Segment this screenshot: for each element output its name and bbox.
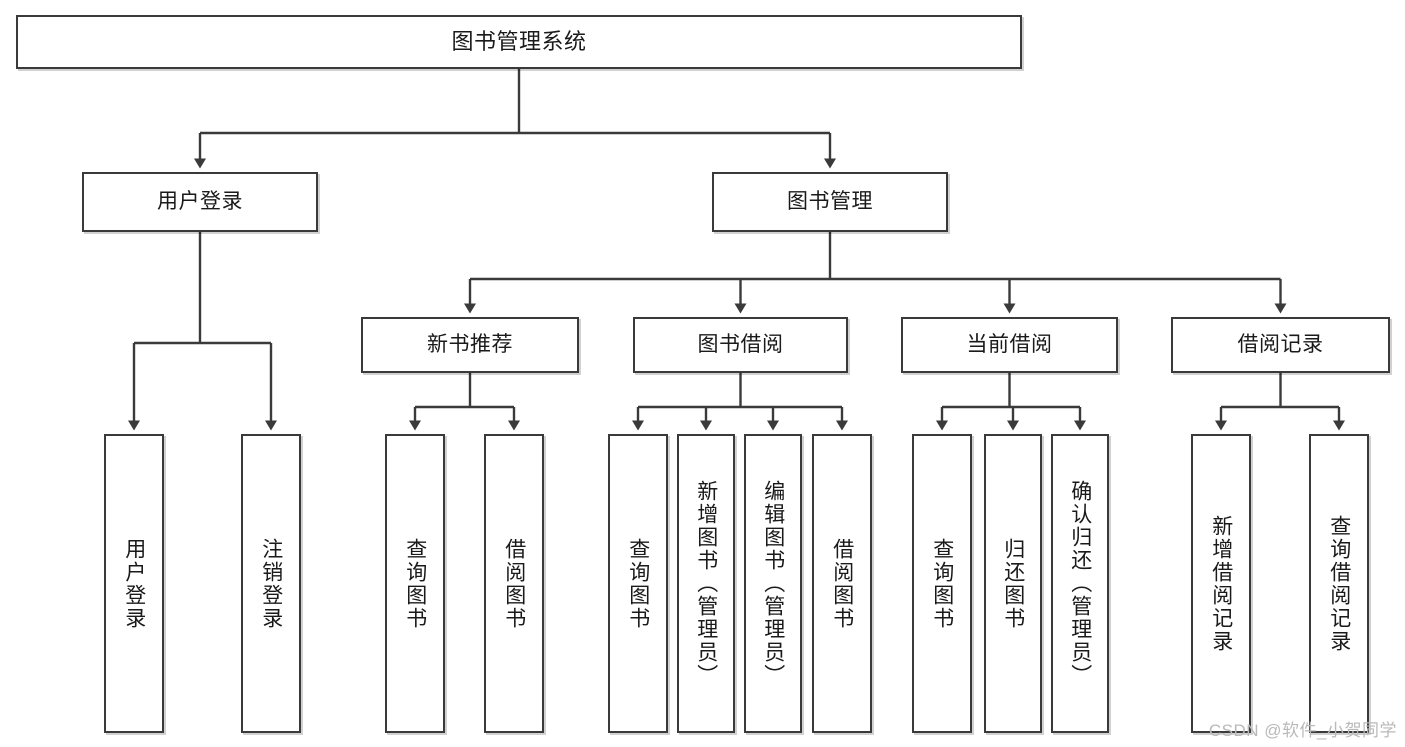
node-label: 借阅记录 <box>1237 332 1324 356</box>
node-leaf-borrow-book-1: 借阅图书 <box>484 434 544 733</box>
node-leaf-add-book: 新增图书（管理员） <box>677 434 735 733</box>
node-book-manage: 图书管理 <box>712 172 948 232</box>
node-label: 用户登录 <box>122 537 146 630</box>
node-label: 查询图书 <box>626 537 650 630</box>
node-label: 查询借阅记录 <box>1327 514 1351 653</box>
node-leaf-query-record: 查询借阅记录 <box>1309 434 1369 733</box>
node-leaf-edit-book: 编辑图书（管理员） <box>744 434 802 733</box>
node-label: 编辑图书（管理员） <box>761 480 785 687</box>
node-label: 借阅图书 <box>502 537 526 630</box>
node-label: 查询图书 <box>930 537 954 630</box>
node-leaf-borrow-book-2: 借阅图书 <box>812 434 872 733</box>
node-current-borrow: 当前借阅 <box>901 317 1118 373</box>
node-label: 当前借阅 <box>966 332 1053 356</box>
node-leaf-user-login: 用户登录 <box>104 434 164 733</box>
node-leaf-query-book-3: 查询图书 <box>912 434 972 733</box>
watermark-label: CSDN @软件_小贺同学 <box>1208 721 1397 740</box>
node-root: 图书管理系统 <box>16 15 1022 69</box>
node-leaf-query-book-1: 查询图书 <box>385 434 445 733</box>
node-label: 新书推荐 <box>427 332 513 356</box>
node-label: 查询图书 <box>403 537 427 630</box>
node-label: 确认归还（管理员） <box>1068 480 1092 687</box>
node-label: 图书借阅 <box>697 332 784 356</box>
node-label: 用户登录 <box>157 189 243 213</box>
node-label: 归还图书 <box>1001 537 1025 630</box>
node-label: 图书管理 <box>787 189 873 213</box>
node-label: 新增借阅记录 <box>1209 514 1233 653</box>
node-label: 借阅图书 <box>830 537 854 630</box>
node-borrow-record: 借阅记录 <box>1171 317 1390 373</box>
node-leaf-query-book-2: 查询图书 <box>608 434 668 733</box>
node-book-borrow: 图书借阅 <box>633 317 848 373</box>
node-leaf-logout: 注销登录 <box>241 434 301 733</box>
node-label: 新增图书（管理员） <box>694 480 718 687</box>
node-label: 注销登录 <box>259 537 283 630</box>
node-label: 图书管理系统 <box>451 29 587 55</box>
node-leaf-confirm-return: 确认归还（管理员） <box>1051 434 1109 733</box>
node-leaf-add-record: 新增借阅记录 <box>1191 434 1251 733</box>
node-user-login: 用户登录 <box>82 172 318 232</box>
node-leaf-return-book: 归还图书 <box>984 434 1042 733</box>
node-new-book-rec: 新书推荐 <box>361 317 579 373</box>
